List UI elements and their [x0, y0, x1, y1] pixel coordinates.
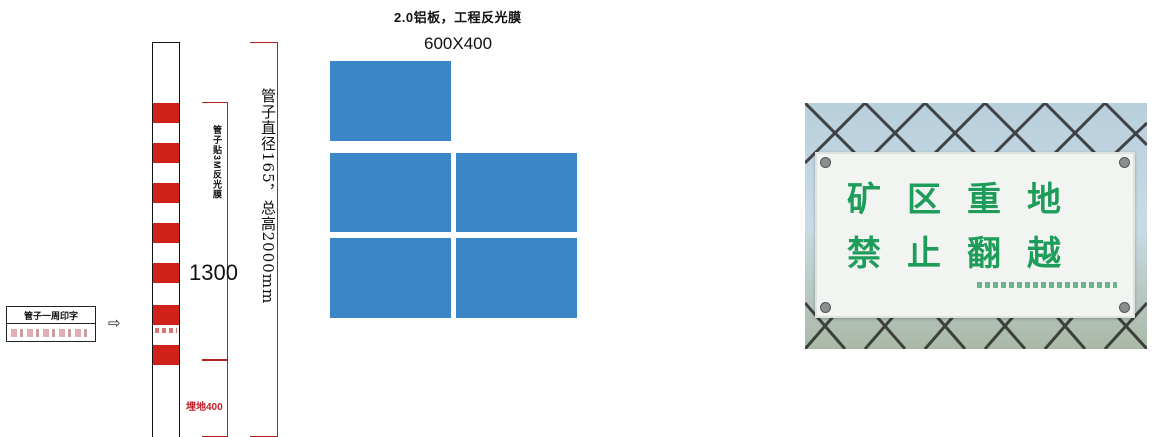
pole-stripe [153, 143, 179, 163]
buried-label: 埋地400 [186, 402, 223, 413]
screw-icon [1119, 302, 1130, 313]
sign-panel [330, 153, 451, 232]
right-arrow-icon: ⇨ [108, 315, 121, 332]
sign-panel [330, 238, 451, 318]
pole-stripe [153, 305, 179, 325]
screw-icon [820, 302, 831, 313]
pole-stripe [153, 263, 179, 283]
pipe-print-label-title: 管子一周印字 [7, 309, 95, 324]
film-bracket [202, 102, 228, 360]
sign-text-line-1: 矿区重地 [847, 180, 1087, 220]
film-label: 管子贴3M反光膜 [212, 125, 222, 200]
pole-stripe [153, 183, 179, 203]
sign-panel [456, 153, 577, 232]
sign-photo: 矿区重地 禁止翻越 [805, 103, 1147, 349]
pole-stripe [153, 223, 179, 243]
sign-text-line-2: 禁止翻越 [847, 234, 1087, 274]
sign-material-text: 2.0铝板，工程反光膜 [394, 10, 522, 25]
pole-stripe [153, 345, 179, 365]
pole-print-marks [155, 328, 177, 333]
screw-icon [820, 157, 831, 168]
pole [152, 42, 180, 437]
pipe-print-label-box: 管子一周印字 [6, 306, 96, 342]
screw-icon [1119, 157, 1130, 168]
sign-panel [456, 238, 577, 318]
diameter-label: 管子直径165，总高2000mm [259, 88, 277, 305]
height-above-ground: 1300 [189, 260, 238, 285]
sign-footer-text [977, 282, 1117, 288]
pole-stripe [153, 103, 179, 123]
warning-sign: 矿区重地 禁止翻越 [815, 152, 1135, 318]
pipe-print-sample [11, 329, 91, 337]
sign-panel [330, 61, 451, 141]
sign-size-text: 600X400 [424, 34, 493, 53]
